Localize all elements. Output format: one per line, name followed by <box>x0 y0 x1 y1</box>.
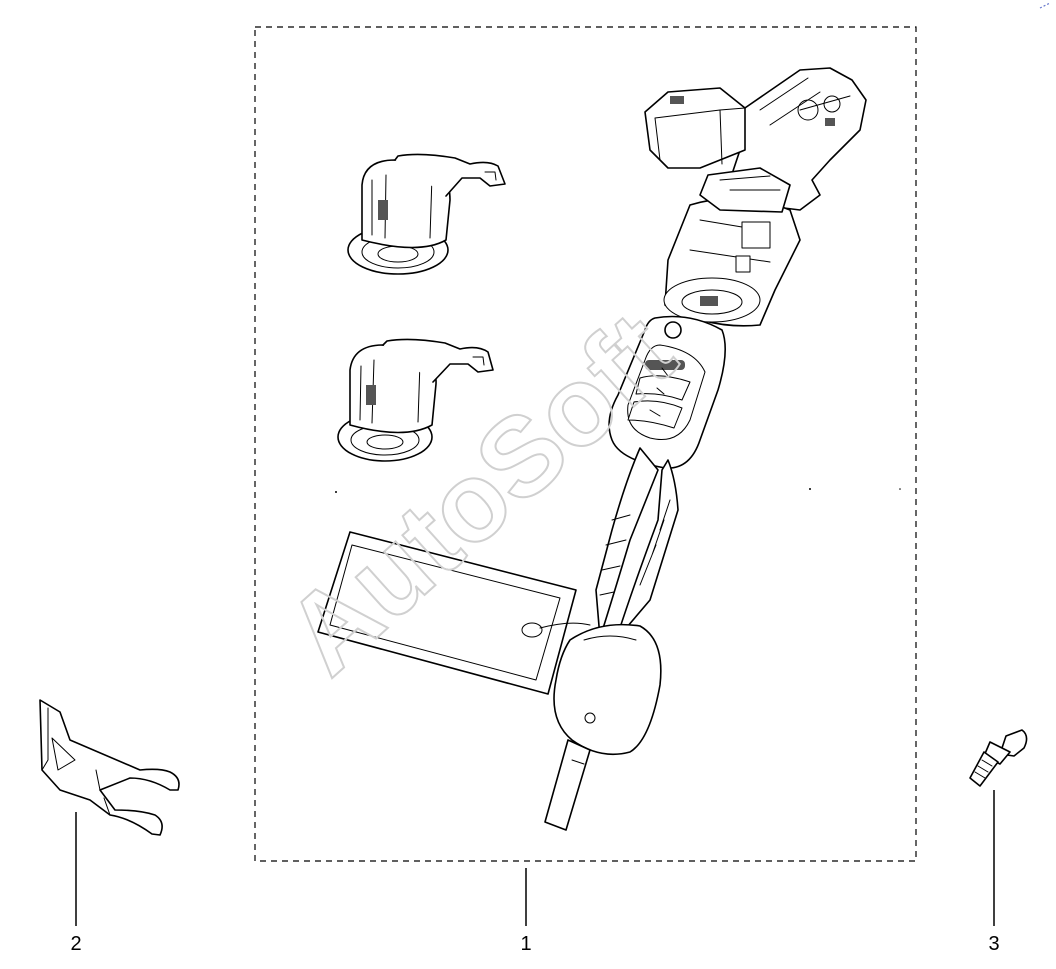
bolt-icon <box>969 729 1028 787</box>
dot-mark <box>809 488 811 490</box>
lock-cylinder-icon <box>347 153 506 275</box>
key-tag-icon <box>317 531 591 695</box>
remote-key-fob-icon <box>595 315 726 641</box>
dot-mark <box>335 491 337 493</box>
corner-mark <box>1039 2 1051 9</box>
lock-cylinder-icon <box>337 338 494 462</box>
callout-label-1: 1 <box>520 933 531 955</box>
dot-mark <box>899 488 901 490</box>
callout-label-3: 3 <box>988 933 999 955</box>
callout-label-2: 2 <box>70 933 81 955</box>
bracket-icon <box>39 699 180 836</box>
ignition-switch-icon <box>644 67 867 327</box>
flip-key-icon <box>544 623 662 831</box>
kit-boundary <box>254 26 917 862</box>
